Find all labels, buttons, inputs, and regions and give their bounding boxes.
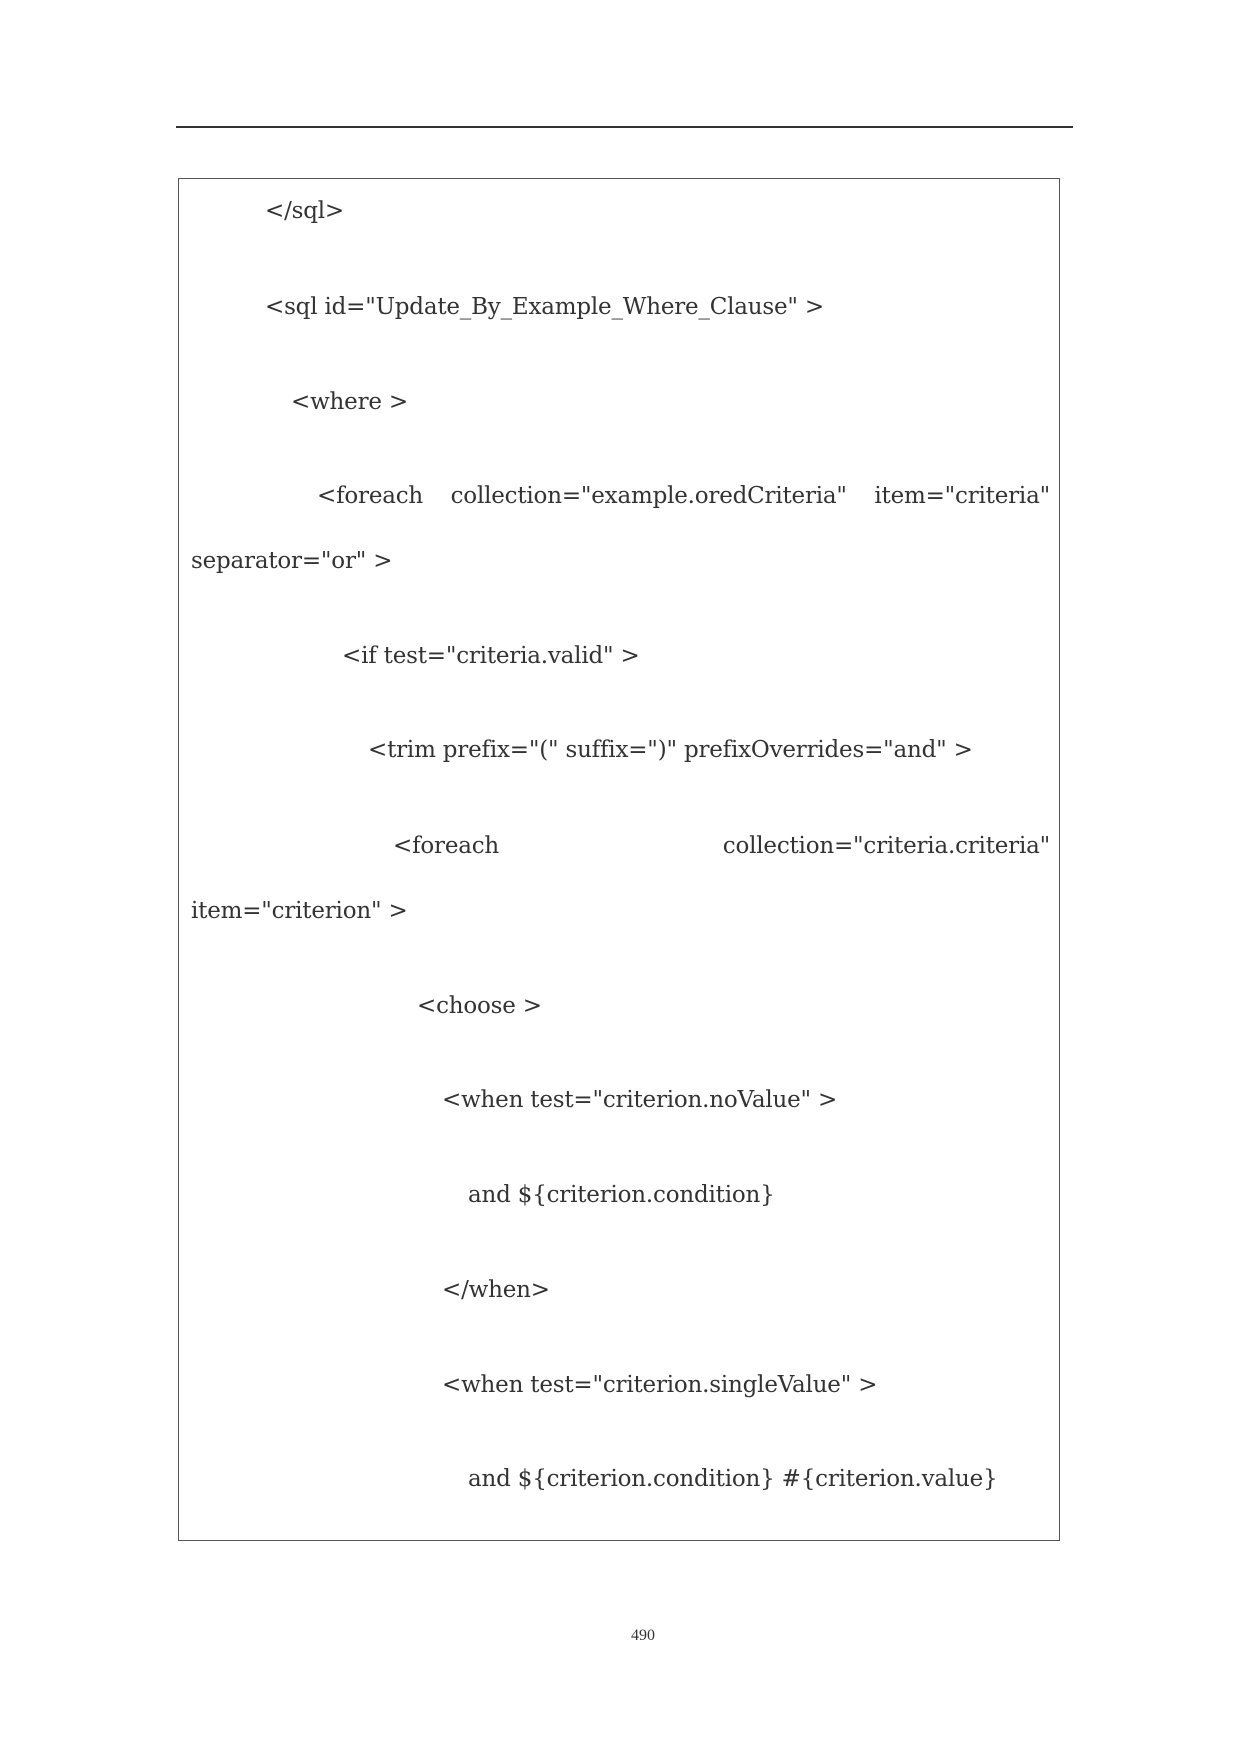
- code-line: separator="or" >: [191, 548, 393, 574]
- code-line: <sql id="Update_By_Example_Where_Clause"…: [265, 294, 824, 320]
- code-token: collection="criteria.criteria": [722, 833, 1050, 859]
- code-line: <foreach collection="criteria.criteria": [393, 831, 1050, 861]
- code-line: <trim prefix="(" suffix=")" prefixOverri…: [368, 737, 973, 763]
- code-line: <when test="criterion.singleValue" >: [442, 1372, 878, 1398]
- code-line: <where >: [291, 389, 408, 415]
- code-line: and ${criterion.condition}: [468, 1182, 775, 1208]
- code-token: item="criteria": [874, 483, 1050, 509]
- header-rule: [176, 126, 1073, 128]
- code-line: </when>: [442, 1277, 550, 1303]
- page-number: 490: [631, 1627, 655, 1644]
- code-line: </sql>: [265, 198, 344, 224]
- code-token: <foreach: [317, 483, 424, 509]
- code-line: <foreach collection="example.oredCriteri…: [317, 481, 1050, 511]
- code-line: <if test="criteria.valid" >: [342, 643, 640, 669]
- code-token: collection="example.oredCriteria": [450, 483, 847, 509]
- code-box: [178, 178, 1060, 1541]
- code-line: <choose >: [417, 993, 542, 1019]
- code-token: <foreach: [393, 833, 500, 859]
- code-line: and ${criterion.condition} #{criterion.v…: [468, 1466, 998, 1492]
- code-line: <when test="criterion.noValue" >: [442, 1087, 838, 1113]
- code-line: item="criterion" >: [191, 898, 408, 924]
